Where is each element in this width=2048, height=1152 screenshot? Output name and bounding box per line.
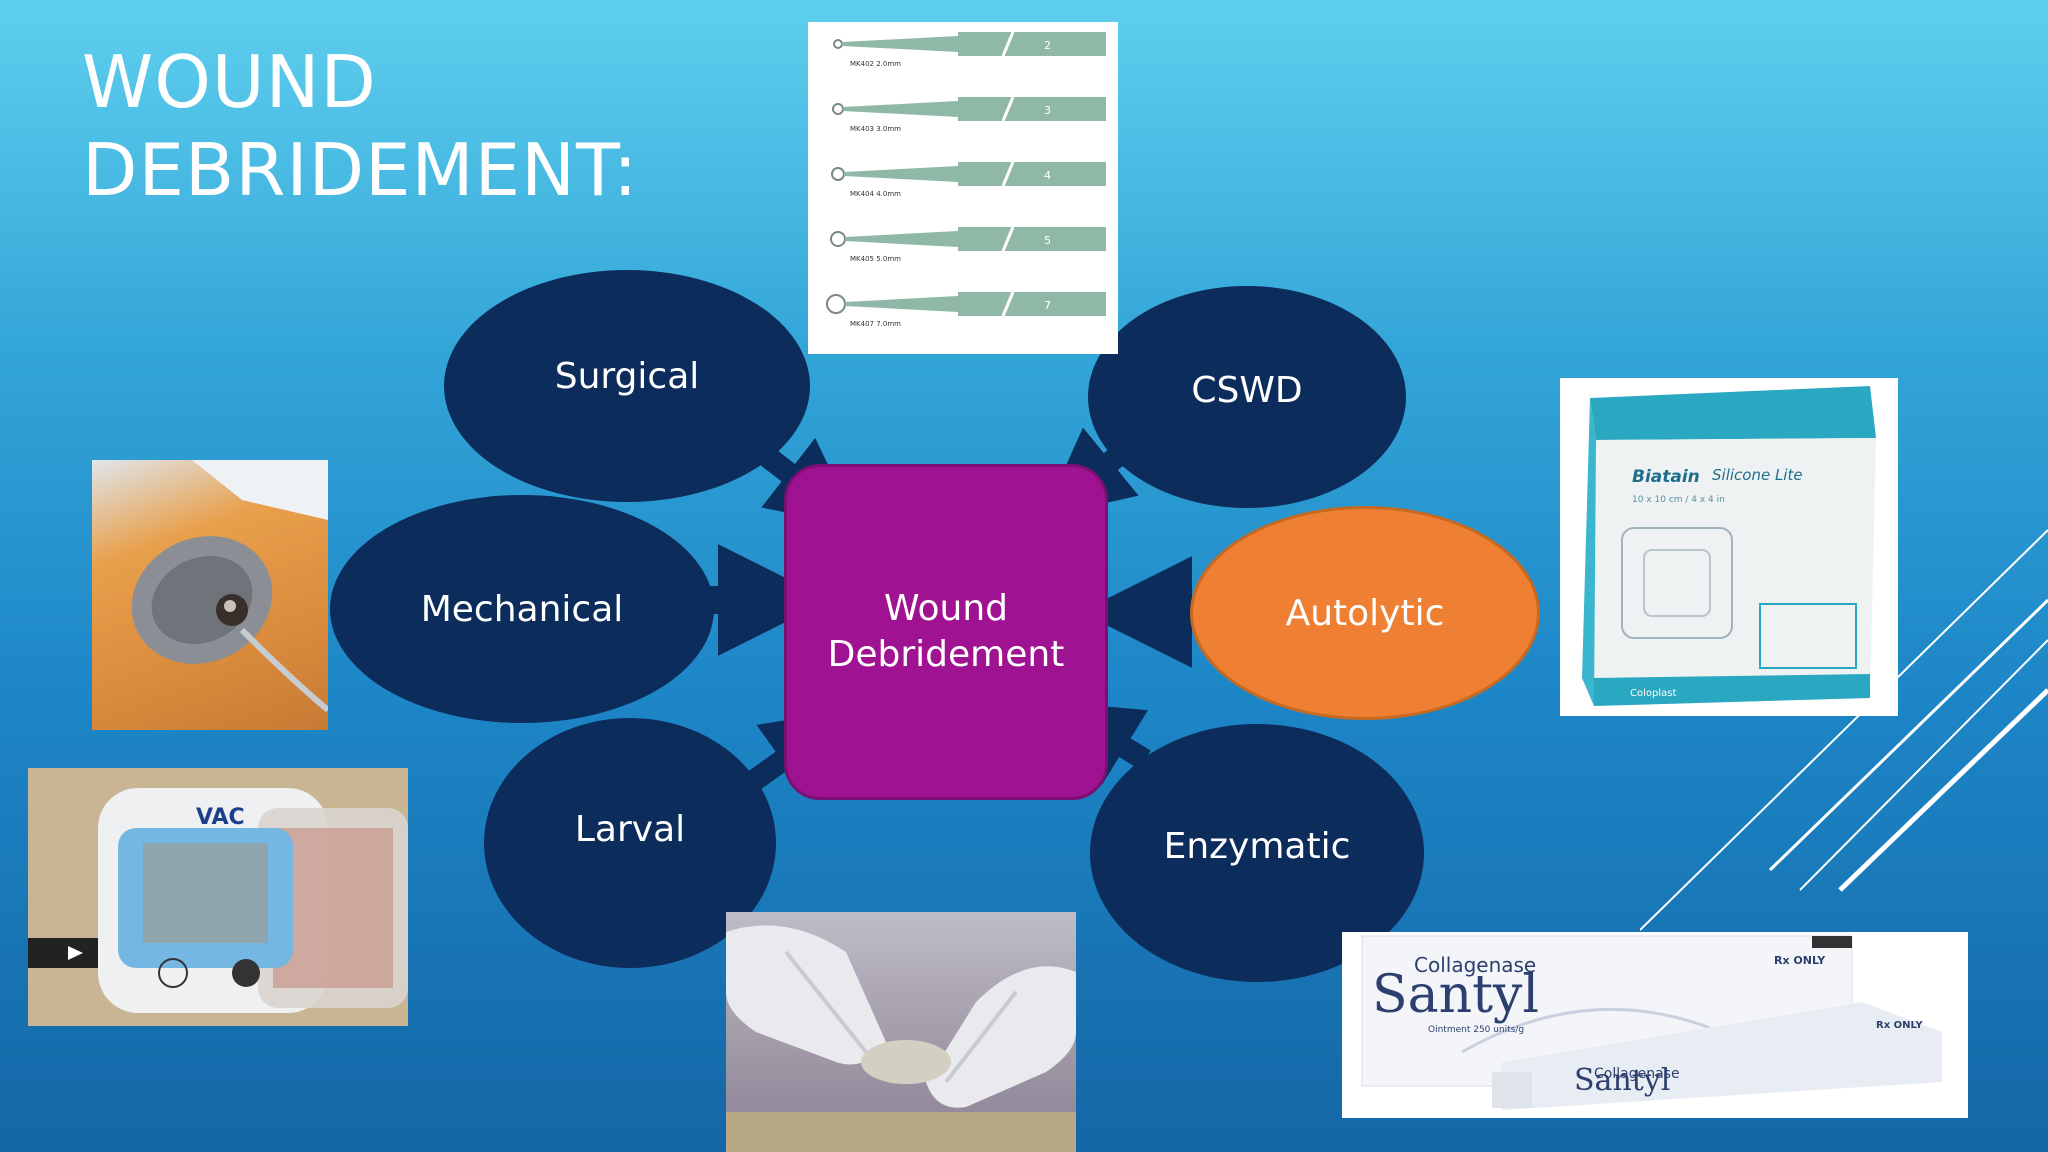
biatain-box-image: Biatain Silicone Lite 10 x 10 cm / 4 x 4…	[1560, 378, 1898, 716]
santyl-drawing: Collagenase Santyl Ointment 250 units/g …	[1361, 935, 1942, 1110]
curette-number: 4	[1044, 169, 1051, 182]
node-label: Mechanical	[420, 588, 624, 630]
curette-code: MK402 2.0mm	[850, 60, 901, 68]
center-label-line-2: Debridement	[827, 634, 1065, 675]
node-label: Larval	[574, 808, 686, 850]
biatain-brand: Biatain	[1632, 467, 1700, 487]
biatain-size: 10 x 10 cm / 4 x 4 in	[1632, 495, 1725, 505]
center-wound-debridement: Wound Debridement	[784, 464, 1108, 800]
curette-5	[826, 291, 1106, 317]
node-label: Surgical	[554, 355, 700, 397]
biatain-product: Silicone Lite	[1712, 466, 1803, 484]
curette-number: 2	[1044, 39, 1051, 52]
santyl-image: Collagenase Santyl Ointment 250 units/g …	[1342, 932, 1968, 1118]
node-label: Enzymatic	[1163, 825, 1351, 867]
node-label: CSWD	[1191, 369, 1303, 411]
node-autolytic: Autolytic	[1190, 506, 1540, 720]
power-icon	[158, 958, 188, 988]
slide-title: WOUND DEBRIDEMENT:	[82, 38, 638, 214]
node-mechanical: Mechanical	[330, 495, 714, 723]
curettes-drawing: MK402 2.0mm MK403 3.0mm MK404 4.0mm MK40…	[826, 31, 1106, 328]
node-cswd: CSWD	[1088, 286, 1406, 508]
curette-code: MK407 7.0mm	[850, 320, 901, 328]
vac-brand: VAC	[196, 805, 245, 830]
title-line-2: DEBRIDEMENT:	[82, 128, 639, 212]
curette-code: MK404 4.0mm	[850, 190, 901, 198]
vac-device-drawing: VAC	[28, 788, 408, 1013]
santyl-small-tube: Collagenase	[1594, 1066, 1680, 1082]
santyl-small: Collagenase	[1414, 953, 1536, 977]
curette-code: MK405 5.0mm	[850, 255, 901, 263]
biatain-box-drawing: Biatain Silicone Lite 10 x 10 cm / 4 x 4…	[1582, 386, 1876, 706]
center-label-line-1: Wound	[884, 588, 1008, 629]
curette-number: 5	[1044, 234, 1051, 247]
node-surgical: Surgical	[444, 270, 810, 502]
title-line-1: WOUND	[82, 40, 377, 124]
curette-3	[831, 161, 1106, 187]
vac-device-image: VAC	[28, 768, 408, 1026]
curette-number: 3	[1044, 104, 1051, 117]
curette-2	[832, 96, 1106, 122]
curette-1	[833, 31, 1106, 57]
gloved-hands-drawing	[726, 925, 1076, 1152]
curettes-image: MK402 2.0mm MK403 3.0mm MK404 4.0mm MK40…	[808, 22, 1118, 354]
santyl-rx: Rx ONLY	[1774, 954, 1826, 967]
node-label: Autolytic	[1285, 592, 1445, 634]
curette-4	[830, 226, 1106, 252]
gloved-hands-image	[726, 912, 1076, 1152]
curette-number: 7	[1044, 299, 1051, 312]
arrow-icon	[68, 946, 83, 960]
biatain-maker: Coloplast	[1630, 688, 1676, 699]
santyl-sub: Ointment 250 units/g	[1428, 1025, 1524, 1035]
santyl-brand-tube: Santyl	[1574, 1063, 1670, 1098]
santyl-brand: Santyl	[1372, 965, 1539, 1025]
decorative-lines	[1640, 529, 2048, 931]
curette-code: MK403 3.0mm	[850, 125, 901, 133]
wound-dressing-image	[92, 460, 328, 730]
santyl-rx-tube: Rx ONLY	[1876, 1020, 1923, 1031]
wound-dressing-drawing	[131, 460, 328, 713]
